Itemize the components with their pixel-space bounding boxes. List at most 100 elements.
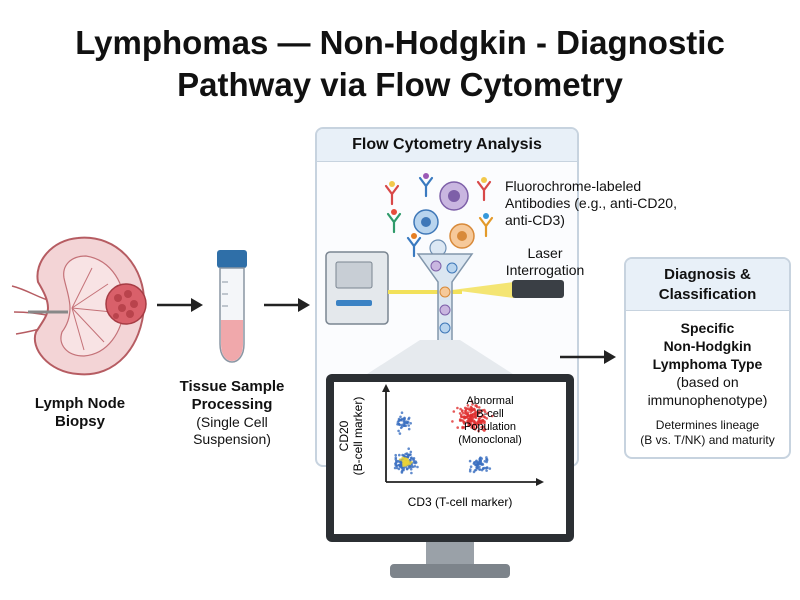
- scatter-dot: [462, 411, 465, 415]
- scatter-dot: [407, 447, 410, 450]
- cytometer-slot: [336, 300, 372, 306]
- tumor-cells: [113, 290, 138, 319]
- scatter-dot: [401, 456, 404, 460]
- cell-purple: [439, 181, 469, 211]
- laser-label-line-1: Laser: [527, 245, 563, 261]
- scatter-dot: [458, 418, 462, 421]
- diagnosis-header: Diagnosis & Classification: [626, 259, 789, 311]
- monitor-illustration: [326, 340, 574, 578]
- scatter-dot: [464, 410, 467, 413]
- monitor-screen: [334, 382, 566, 534]
- diagnosis-basis-line-1: (based on: [676, 374, 739, 390]
- scatter-dot: [406, 454, 410, 458]
- scatter-dot: [481, 463, 485, 466]
- flow-funnel: [416, 253, 474, 350]
- scatter-dot: [485, 460, 488, 464]
- scatter-dot: [406, 420, 410, 424]
- page-title: Lymphomas — Non-Hodgkin - Diagnostic Pat…: [0, 22, 800, 106]
- scatter-dot: [403, 417, 406, 420]
- diagnosis-type-line-3: Lymphoma Type: [652, 356, 763, 372]
- tube-graduations: [222, 281, 228, 307]
- processing-sub-line-2: Suspension): [193, 431, 271, 447]
- processing-label-line-1: Tissue Sample: [179, 378, 285, 395]
- scatter-dot: [410, 461, 413, 464]
- scatter-dot: [485, 466, 489, 469]
- scatter-dot: [405, 467, 409, 471]
- scatter-dot: [402, 463, 406, 467]
- antibodies-label: Fluorochrome-labeled Antibodies (e.g., a…: [505, 178, 705, 229]
- arrow-biopsy-to-processing: [157, 298, 203, 312]
- biopsy-label-line-1: Lymph Node: [34, 395, 126, 412]
- scatter-dot: [460, 413, 463, 417]
- scatter-dot: [403, 460, 407, 464]
- tumor-mass: [105, 283, 147, 325]
- scatter-dot: [470, 400, 474, 403]
- scatter-dot: [480, 421, 483, 424]
- scatter-dot: [485, 469, 488, 472]
- scatter-dot: [410, 471, 413, 475]
- scatter-dot: [409, 450, 413, 454]
- scatter-dot: [466, 411, 470, 414]
- laser-label: Laser Interrogation: [500, 245, 590, 279]
- scatter-dot: [469, 405, 473, 409]
- plot-ylabel-line-2: (B-cell marker): [351, 397, 365, 476]
- scatter-dot: [394, 456, 398, 460]
- scatter-dot: [476, 423, 480, 426]
- scatter-dot: [477, 411, 481, 415]
- scatter-dot: [398, 463, 401, 467]
- scatter-dots: [393, 400, 494, 475]
- scatter-dot: [473, 414, 476, 417]
- plot-ylabel-line-1: CD20: [337, 420, 351, 451]
- cytometer-illustration: [325, 251, 564, 350]
- scatter-dot: [472, 425, 475, 429]
- scatter-dot: [469, 465, 473, 468]
- scatter-dot: [474, 468, 478, 472]
- scatter-dot: [478, 468, 481, 471]
- laser-label-line-2: Interrogation: [505, 262, 585, 278]
- scatter-dot: [414, 460, 417, 463]
- scatter-dot: [483, 420, 486, 423]
- title-line-2: Pathway via Flow Cytometry: [177, 66, 623, 103]
- scatter-dot: [404, 421, 407, 424]
- scatter-dot: [393, 466, 397, 470]
- scatter-dot: [400, 470, 404, 473]
- scatter-dot: [478, 459, 482, 462]
- scatter-dot: [485, 456, 488, 459]
- scatter-dot: [395, 464, 399, 467]
- scatter-dot: [472, 421, 476, 424]
- laser-device: [512, 280, 564, 298]
- scatter-dot: [407, 416, 411, 420]
- scatter-dot: [477, 429, 480, 433]
- laser-beam: [452, 282, 514, 298]
- scatter-dot: [396, 459, 400, 463]
- scatter-dot: [397, 429, 400, 433]
- cell-orange: [449, 223, 475, 249]
- scatter-dot: [409, 467, 413, 471]
- scatter-dot: [470, 409, 474, 413]
- scatter-dot: [469, 422, 473, 426]
- scatter-dot: [451, 420, 454, 423]
- scatter-dot: [462, 416, 466, 419]
- scatter-dot: [472, 470, 476, 474]
- scatter-dot: [468, 420, 471, 423]
- diagnosis-panel: Diagnosis & Classification Specific Non-…: [624, 257, 791, 459]
- scatter-dot: [409, 422, 412, 425]
- scatter-dot: [478, 406, 481, 409]
- scatter-dot: [462, 421, 465, 424]
- scatter-dot: [469, 414, 472, 417]
- funnel-to-monitor-projection: [364, 340, 516, 376]
- scatter-dot: [483, 410, 487, 413]
- antibodies-label-line-2: Antibodies (e.g., anti-CD20,: [505, 195, 677, 211]
- scatter-dot: [394, 461, 398, 465]
- scatter-dot: [402, 467, 406, 470]
- cell-blue: [413, 209, 439, 235]
- scatter-dot: [468, 459, 472, 463]
- monitor-base: [390, 564, 510, 578]
- test-tube-illustration: [217, 250, 247, 363]
- scatter-dot: [482, 415, 486, 419]
- lymph-node-sinuses: [71, 267, 113, 351]
- scatter-dot: [401, 459, 404, 462]
- fluorochrome-dots: [389, 173, 489, 239]
- scatter-dot: [401, 453, 404, 457]
- flow-panel-header: Flow Cytometry Analysis: [317, 129, 577, 162]
